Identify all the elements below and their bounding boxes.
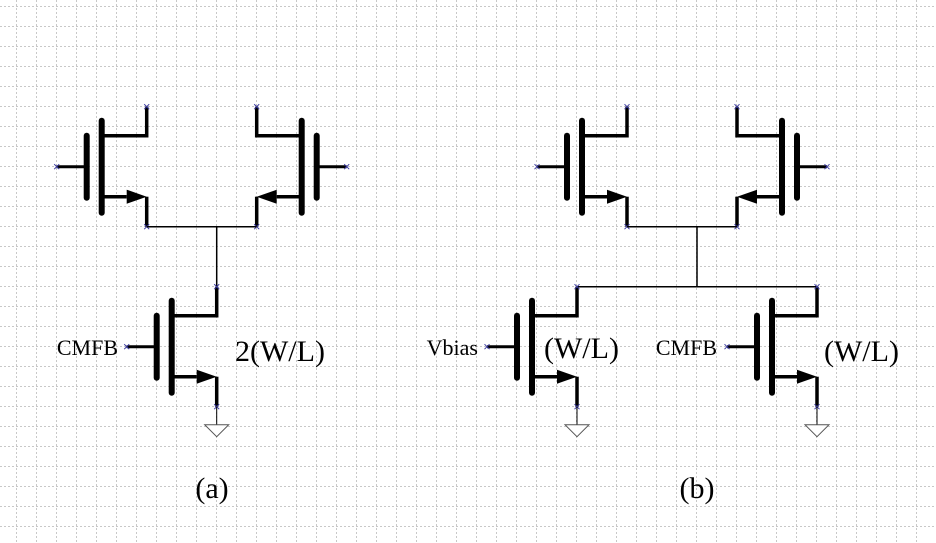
- terminal-marker: [624, 103, 630, 110]
- caption-b: (b): [680, 472, 715, 505]
- source-arrow-icon: [797, 369, 817, 384]
- terminal-marker: [143, 103, 150, 110]
- circuit-elements: [53, 103, 831, 438]
- transistor-b-tail-vbias: [487, 286, 579, 407]
- source-arrow-icon: [126, 189, 147, 204]
- label-b-cmfb: CMFB: [656, 335, 717, 360]
- source-arrow-icon: [607, 189, 627, 204]
- terminal-x: [484, 343, 490, 350]
- terminal-marker: [213, 283, 220, 290]
- terminal-x: [724, 343, 730, 350]
- caption-a: (a): [195, 472, 228, 505]
- transistor-b-input-left: [537, 106, 629, 227]
- terminal-marker: [123, 343, 130, 350]
- terminal-x: [734, 103, 740, 110]
- drain-lead: [735, 106, 782, 138]
- source-arrow-icon: [256, 189, 277, 204]
- terminal-x: [53, 163, 60, 170]
- terminal-x: [253, 103, 260, 110]
- terminal-x: [343, 163, 350, 170]
- terminal-marker: [734, 103, 740, 110]
- source-arrow-icon: [196, 369, 217, 384]
- drain-lead: [101, 106, 149, 138]
- label-a-cmfb: CMFB: [57, 335, 118, 360]
- terminal-x: [534, 163, 540, 170]
- terminal-x: [213, 283, 220, 290]
- terminal-marker: [484, 343, 490, 350]
- terminal-marker: [343, 163, 350, 170]
- transistor-a-input-left: [56, 106, 149, 227]
- ground-icon: [203, 424, 230, 438]
- terminal-marker: [724, 343, 730, 350]
- transistor-b-input-right: [735, 106, 827, 227]
- source-arrow-icon: [557, 369, 577, 384]
- terminal-x: [574, 283, 580, 290]
- terminal-x: [624, 103, 630, 110]
- drain-lead: [254, 106, 302, 138]
- terminal-marker: [824, 163, 830, 170]
- ground-icon: [803, 424, 831, 438]
- source-arrow-icon: [737, 189, 757, 204]
- ground-icon: [563, 424, 591, 438]
- terminal-marker: [53, 163, 60, 170]
- drain-lead: [772, 286, 819, 318]
- drain-lead: [532, 286, 579, 318]
- terminal-x: [814, 283, 820, 290]
- terminal-x: [143, 103, 150, 110]
- terminal-marker: [534, 163, 540, 170]
- terminal-x: [123, 343, 130, 350]
- drain-lead: [582, 106, 629, 138]
- label-b-vbias: Vbias: [427, 335, 478, 360]
- drain-lead: [171, 286, 219, 318]
- terminal-marker: [253, 103, 260, 110]
- terminal-x: [824, 163, 830, 170]
- label-a-size: 2(W/L): [235, 335, 325, 368]
- label-b-right-size: (W/L): [824, 335, 899, 368]
- transistor-a-input-right: [254, 106, 347, 227]
- transistor-b-tail-cmfb: [727, 286, 819, 407]
- terminal-marker: [814, 283, 820, 290]
- label-b-left-size: (W/L): [544, 332, 619, 365]
- transistor-a-tail: [126, 286, 219, 407]
- terminal-marker: [574, 283, 580, 290]
